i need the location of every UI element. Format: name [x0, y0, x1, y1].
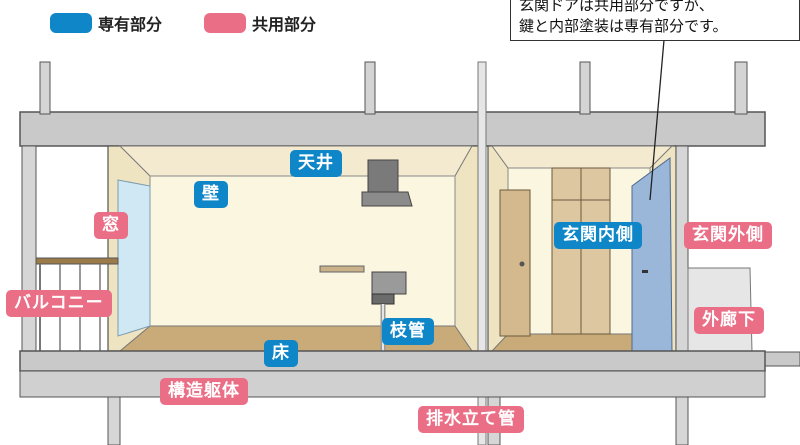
exclusive-swatch: [50, 13, 92, 33]
drain-riser-pipe: [477, 61, 487, 445]
label-balcony: バルコニー: [6, 290, 112, 317]
left-outer-wall: [21, 145, 37, 367]
label-drain-riser: 排水立て管: [418, 406, 524, 433]
exclusive-legend-label: 専有部分: [98, 15, 163, 34]
label-wall: 壁: [194, 181, 228, 208]
label-window: 窓: [94, 212, 128, 239]
callout-line-1: 玄関ドアは共用部分ですが、: [519, 0, 714, 14]
legend-common: 共用部分: [204, 12, 316, 34]
right-room: [487, 145, 677, 353]
entrance-door-callout: 玄関ドアは共用部分ですが、 鍵と内部塗装は専有部分です。: [510, 0, 800, 41]
label-outer-corridor: 外廊下: [694, 307, 764, 334]
common-legend-label: 共用部分: [252, 15, 317, 34]
lower-structure: [19, 350, 766, 445]
legend-exclusive: 専有部分: [50, 12, 162, 34]
label-branch-pipe: 枝管: [382, 318, 434, 345]
label-floor: 床: [264, 340, 298, 367]
callout-line-2: 鍵と内部塗装は専有部分です。: [519, 17, 728, 35]
upper-structure: [19, 61, 766, 147]
common-swatch: [204, 13, 246, 33]
label-entrance-inside: 玄関内側: [554, 222, 642, 249]
callout-leader-line: [649, 39, 665, 201]
label-ceiling: 天井: [290, 150, 342, 177]
label-structure: 構造躯体: [160, 378, 248, 405]
label-entrance-outside: 玄関外側: [684, 222, 772, 249]
